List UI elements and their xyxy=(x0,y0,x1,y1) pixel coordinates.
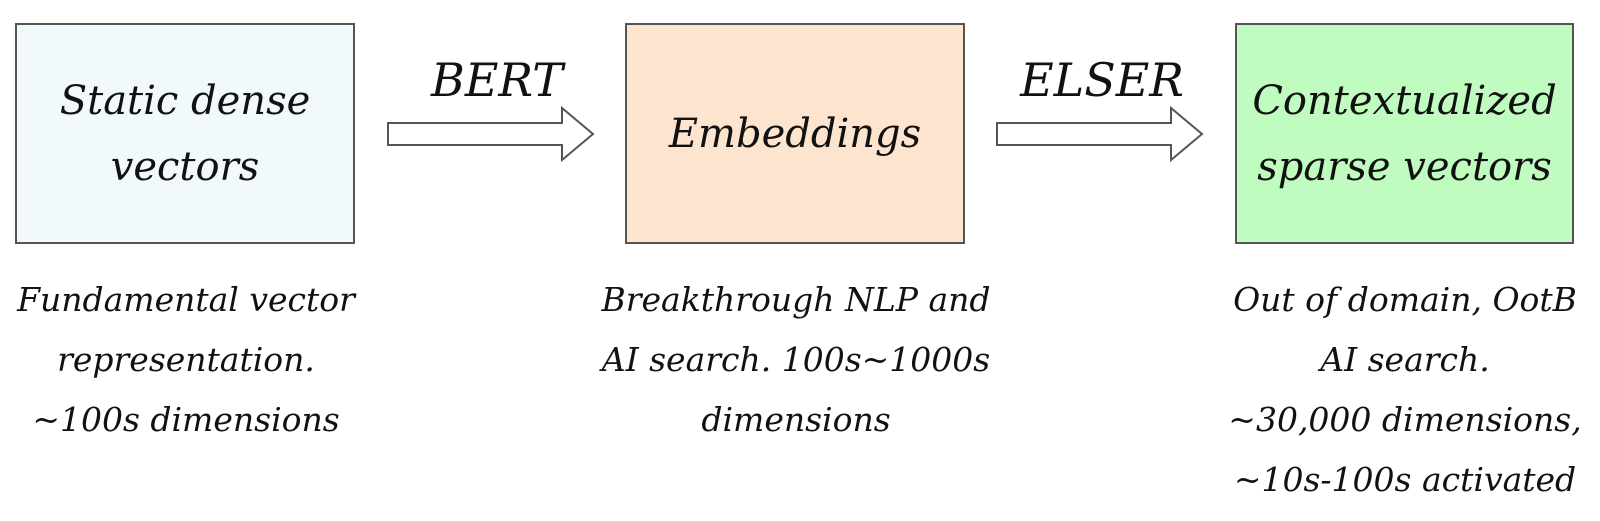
node-embeddings: Embeddings xyxy=(625,23,965,244)
caption-contextualized-sparse-vectors: Out of domain, OotB AI search. ~30,000 d… xyxy=(1228,280,1582,499)
right-arrow-icon xyxy=(996,106,1204,162)
right-arrow-icon xyxy=(387,106,595,162)
edge-label-elser: ELSER xyxy=(1020,53,1184,107)
node-label: Embeddings xyxy=(668,110,922,157)
caption-embeddings: Breakthrough NLP and AI search. 100s~100… xyxy=(601,280,991,439)
node-label: Contextualized sparse vectors xyxy=(1252,77,1557,190)
node-static-dense-vectors: Static dense vectors xyxy=(15,23,355,244)
node-contextualized-sparse-vectors: Contextualized sparse vectors xyxy=(1235,23,1574,244)
caption-static-dense-vectors: Fundamental vector representation. ~100s… xyxy=(17,280,355,439)
edge-label-bert: BERT xyxy=(431,53,563,107)
node-label: Static dense vectors xyxy=(59,77,311,190)
